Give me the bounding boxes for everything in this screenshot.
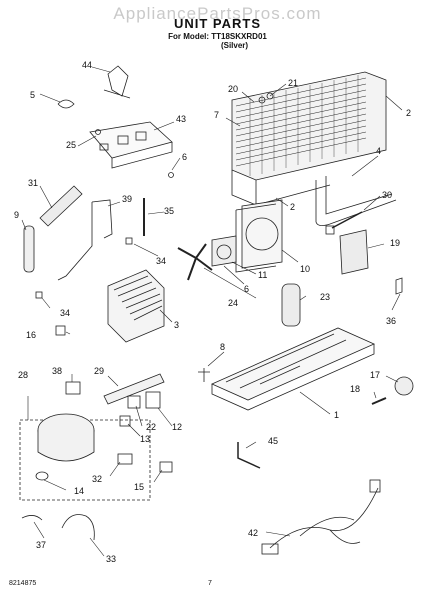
part-5-clip [57,99,75,109]
callout-6b: 6 [244,284,249,294]
document-number: 8214875 [9,580,37,587]
part-19-pad [339,229,369,275]
callout-7: 7 [214,110,219,120]
part-13-plug [119,415,131,427]
part-15-plug [159,461,173,473]
callout-1: 1 [334,410,339,420]
part-31-insulation [39,185,83,227]
callout-4: 4 [376,146,381,156]
callout-10: 10 [300,264,310,274]
part-18-pin [371,397,387,405]
part-34-grommet [125,237,133,245]
callout-43: 43 [176,114,186,124]
callout-14: 14 [74,486,84,496]
part-10-fan-shroud [235,199,283,273]
callout-labels: 44 5 43 25 6 21 20 7 2 31 39 35 9 34 4 2… [14,60,411,564]
callout-2: 2 [406,108,411,118]
callout-3: 3 [174,320,179,330]
callout-19: 19 [390,238,400,248]
part-42-wire-harness [261,479,381,555]
part-34-grommet-b [35,291,43,299]
callout-36: 36 [386,316,396,326]
callout-32: 32 [92,474,102,484]
callout-17: 17 [370,370,380,380]
leader-lines [21,66,403,557]
callout-37: 37 [36,540,46,550]
part-45-rod [237,442,261,469]
callout-23: 23 [320,292,330,302]
part-9-tube [23,225,35,273]
callout-16: 16 [26,330,36,340]
part-30-connector [325,225,335,235]
part-36-bracket [395,277,403,295]
model-line: For Model: TT18SKXRD01 [168,32,267,41]
part-1-base-pan [211,327,375,411]
callout-9: 9 [14,210,19,220]
part-11-fan-motor [211,235,237,267]
part-6-screw [168,172,174,178]
callout-35: 35 [164,206,174,216]
callout-15: 15 [134,482,144,492]
part-12-relay [145,391,161,409]
color-line: (Silver) [220,41,249,50]
callout-25: 25 [66,140,76,150]
part-25-screw [95,129,101,135]
callout-12: 12 [172,422,182,432]
part-29-capacitor [103,373,165,405]
part-24-fan-blade [177,243,213,281]
callout-30: 30 [382,190,392,200]
callout-11: 11 [258,270,267,280]
callout-34: 34 [156,256,166,266]
part-16-grommet [55,325,66,336]
callout-13: 13 [140,434,150,444]
part-39-tube [57,199,113,281]
callout-38: 38 [52,366,62,376]
callout-24: 24 [228,298,238,308]
callout-39: 39 [122,194,132,204]
callout-42: 42 [248,528,258,538]
callout-20: 20 [228,84,238,94]
callout-2b: 2 [290,202,295,212]
callout-6: 6 [182,152,187,162]
callout-44: 44 [82,60,92,70]
callout-5: 5 [30,90,35,100]
part-22-overload [127,395,141,409]
callout-28: 28 [18,370,28,380]
callout-45: 45 [268,436,278,446]
callout-29: 29 [94,366,104,376]
part-33-wire [61,514,95,541]
callout-21: 21 [288,78,298,88]
part-30-wire [331,211,363,229]
callout-18: 18 [350,384,360,394]
part-3-coil-box [107,269,165,343]
callout-8: 8 [220,342,225,352]
part-32-plug [117,453,133,465]
page-number: 7 [208,580,212,587]
part-38-relay [65,381,81,395]
site-watermark: AppliancePartsPros.com [113,4,322,23]
callout-31: 31 [28,178,38,188]
part-14-grommet [35,471,49,481]
part-43-control-box [89,121,173,169]
part-17-pulley [394,376,414,396]
part-37-clip [21,515,43,521]
callout-22: 22 [146,422,156,432]
part-28-compressor-box [19,419,151,501]
callout-34b: 34 [60,308,70,318]
part-4-heater [315,176,397,226]
part-23-insulation [281,283,301,327]
condenser-coil [231,71,387,206]
page-title: UNIT PARTS [173,16,262,31]
part-44-bracket [103,65,131,99]
callout-33: 33 [106,554,116,564]
part-8-bolt [198,368,210,382]
